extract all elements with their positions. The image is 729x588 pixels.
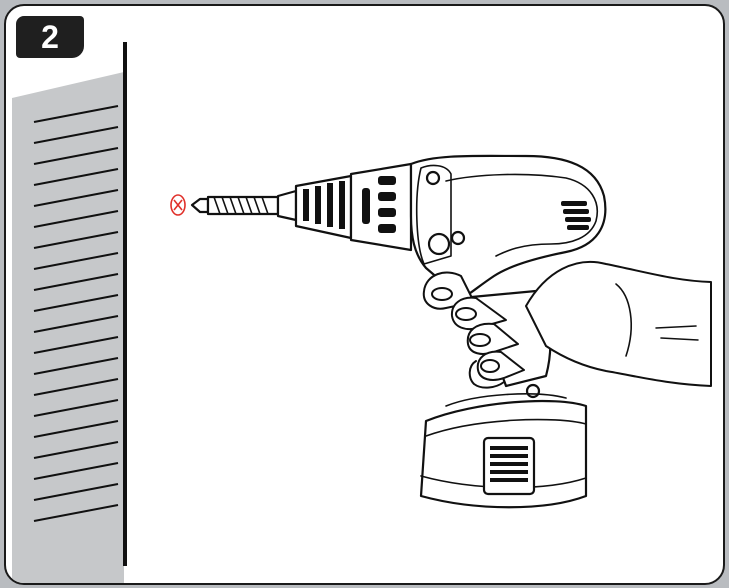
drill-marker-x [170, 194, 186, 216]
step-number-badge: 2 [16, 16, 84, 58]
wall-hatching [12, 42, 127, 583]
hand-holding-drill [422, 260, 712, 389]
instruction-panel: 2 [4, 4, 725, 585]
illustration [12, 42, 712, 583]
power-drill [190, 154, 607, 509]
